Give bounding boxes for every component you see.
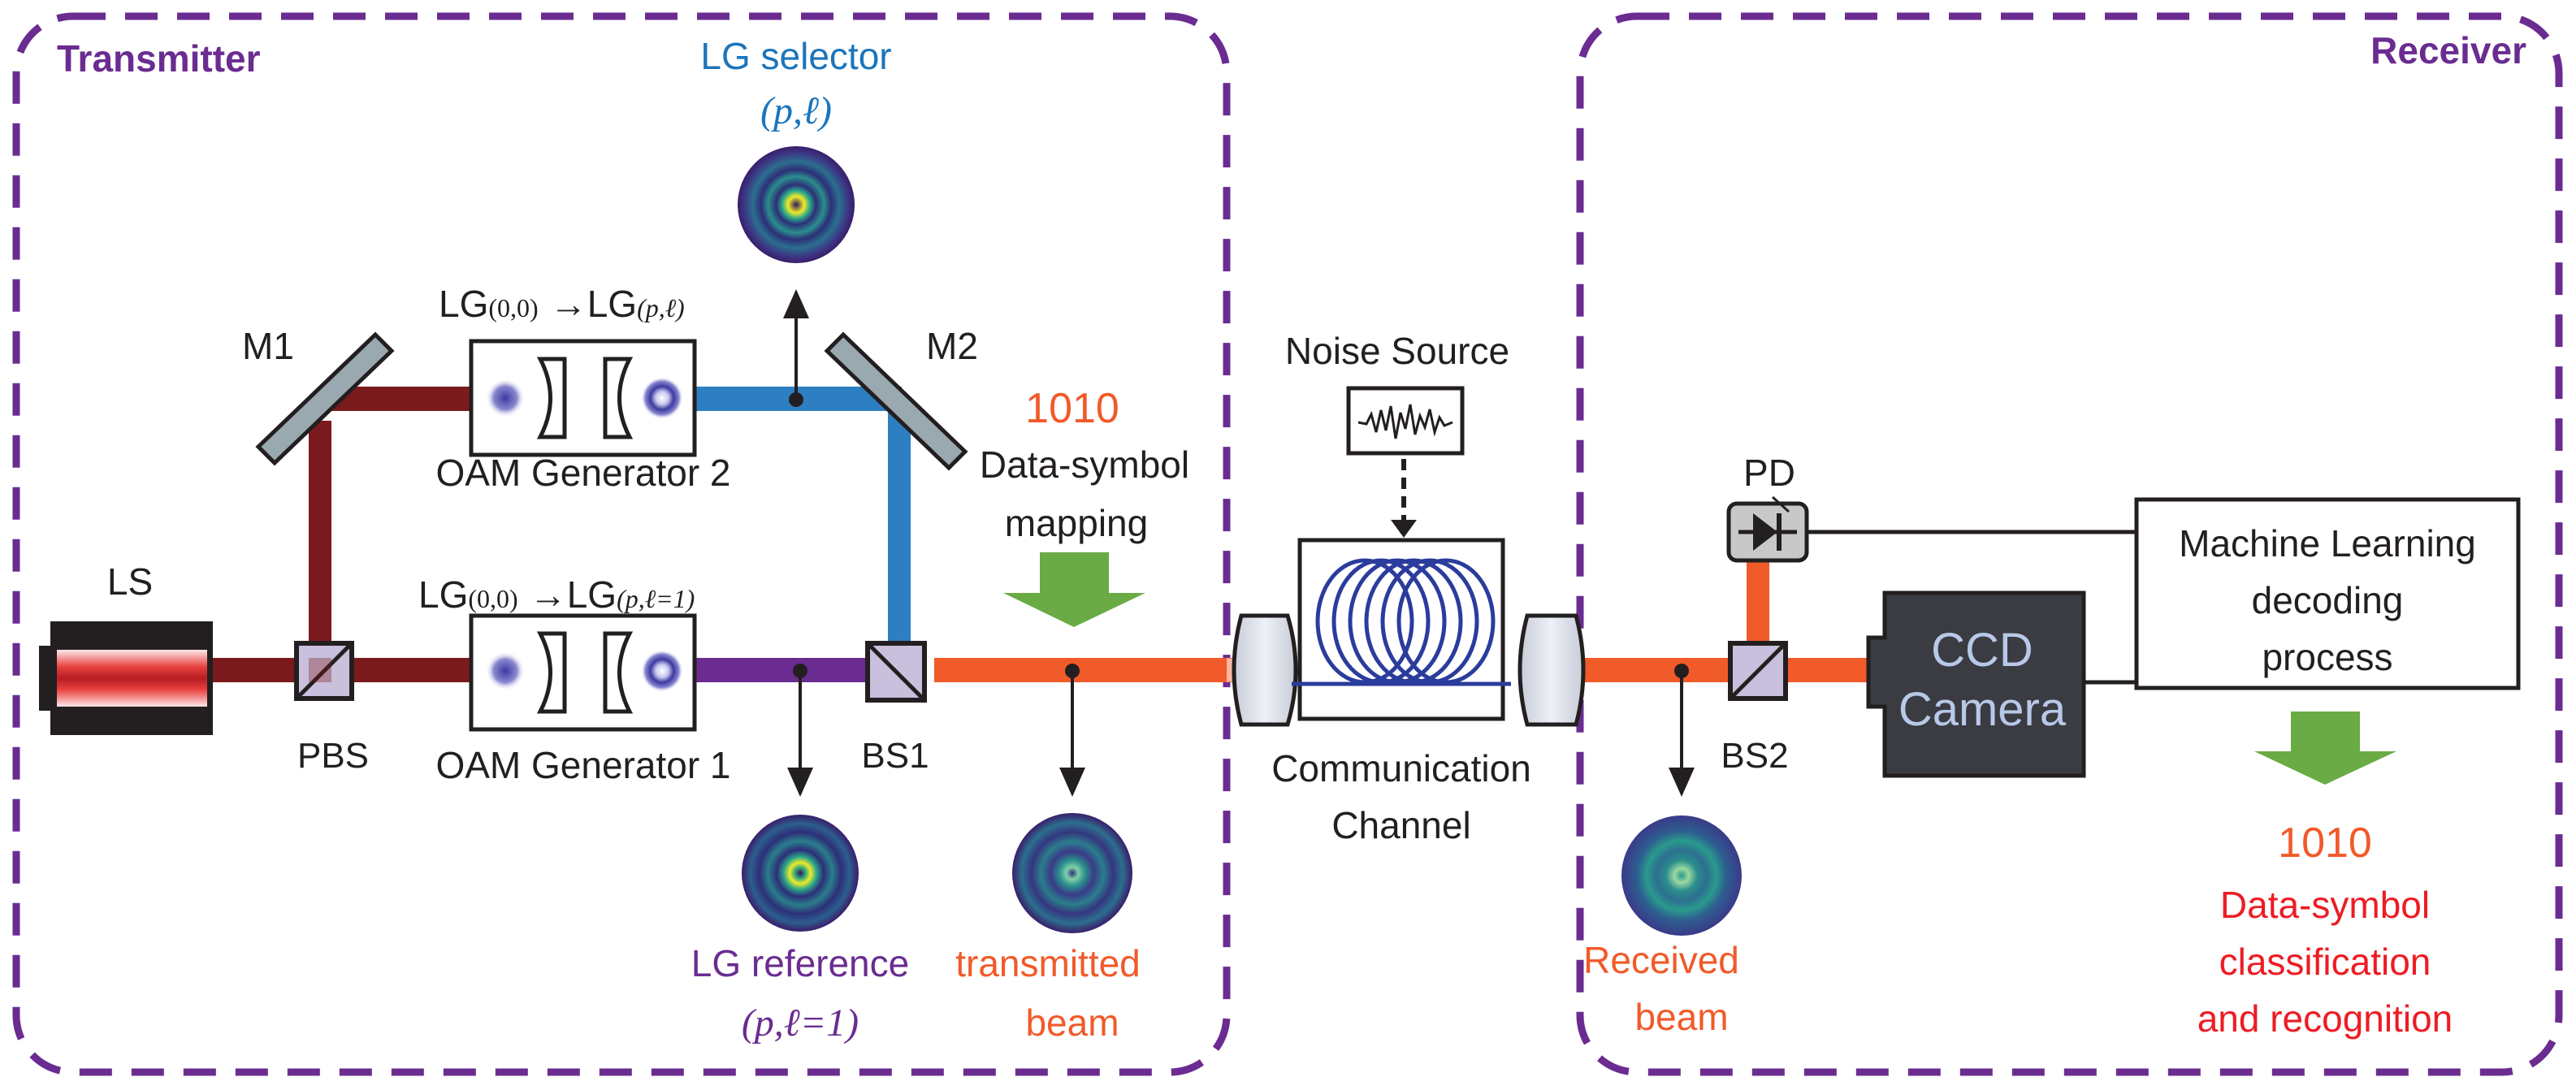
lg-reference-label: LG reference (691, 942, 909, 984)
rx-classification-arrow (2254, 712, 2396, 785)
lg-selector-label: LG selector (700, 35, 891, 77)
transmitted-beam: transmitted beam (955, 664, 1141, 1044)
tx-symbol: 1010 (1025, 385, 1119, 432)
lg-selector-mode-image (738, 146, 855, 263)
rx-symbol: 1010 (2278, 820, 2372, 867)
oam-generator-2-label: OAM Generator 2 (435, 452, 730, 494)
comm-channel-label-1: Communication (1271, 747, 1531, 789)
mirror-m2: M2 (824, 325, 978, 471)
ccd-camera: CCD Camera (1866, 590, 2137, 778)
noise-source: Noise Source (1285, 330, 1509, 538)
bs2-splitter: BS2 (1721, 641, 1789, 776)
oam-generator-1-transform: LG(0,0)→LG(p,ℓ=1) (418, 573, 695, 616)
pbs-splitter: PBS (294, 641, 369, 776)
received-beam: Received beam (1583, 664, 1742, 1038)
photodiode-icon (1753, 513, 1777, 551)
m1-label: M1 (242, 325, 294, 367)
rx-classification: 1010 Data-symbol classification and reco… (2197, 820, 2453, 1040)
m2-label: M2 (926, 325, 978, 367)
lg-selector: LG selector (p,ℓ) (700, 35, 892, 407)
ml-decoding-process: Machine Learning decoding process (2134, 497, 2521, 785)
oam-generator-1-label: OAM Generator 1 (435, 744, 730, 786)
rx-class-label-3: and recognition (2197, 997, 2453, 1040)
lg-reference-mode-image (742, 815, 859, 932)
ml-label-2: decoding (2252, 579, 2404, 621)
tx-mapping-label-2: mapping (1005, 502, 1148, 544)
tx-mapping-arrow (1003, 552, 1145, 627)
pd-label: PD (1743, 452, 1795, 494)
receiver-title: Receiver (2370, 29, 2526, 71)
lg-reference-params: (p,ℓ=1) (742, 1001, 859, 1045)
received-beam-label-2: beam (1634, 996, 1728, 1038)
beam-paths (210, 387, 1877, 682)
fiber-coil (1292, 558, 1511, 686)
ccd-label-1: CCD (1931, 624, 2033, 677)
rx-class-label-1: Data-symbol (2220, 884, 2430, 926)
transmitter-title: Transmitter (57, 37, 261, 80)
rx-class-label-2: classification (2219, 941, 2431, 983)
oam-generator-2-transform: LG(0,0)→LG(p,ℓ) (439, 283, 685, 325)
bs1-label: BS1 (861, 736, 929, 776)
received-beam-label-1: Received (1583, 939, 1739, 981)
transmitted-beam-label-2: beam (1025, 1001, 1119, 1044)
communication-channel: Communication Channel (1232, 538, 1586, 846)
lg-selector-params: (p,ℓ) (760, 89, 832, 132)
ccd-label-2: Camera (1898, 683, 2067, 736)
data-symbol-mapping: 1010 Data-symbol mapping (980, 385, 1189, 627)
bs1-splitter: BS1 (861, 641, 929, 776)
bs2-label: BS2 (1721, 736, 1788, 776)
lg-reference: LG reference (p,ℓ=1) (691, 664, 909, 1045)
laser-source: LS (39, 560, 213, 735)
ls-label: LS (107, 560, 153, 603)
noise-signal-icon (1357, 404, 1453, 439)
comm-channel-label-2: Channel (1331, 804, 1470, 846)
receiver-panel (1576, 12, 2563, 1076)
pbs-label: PBS (297, 736, 369, 776)
transmitted-beam-image (1012, 813, 1132, 933)
tx-mapping-label-1: Data-symbol (980, 443, 1189, 486)
oam-generator-2: OAM Generator 2 LG(0,0)→LG(p,ℓ) (435, 283, 730, 494)
ml-label-1: Machine Learning (2179, 522, 2476, 564)
mirror-m1: M1 (242, 325, 395, 466)
noise-source-label: Noise Source (1285, 330, 1509, 372)
transmitter-panel (12, 12, 1231, 1076)
ml-label-3: process (2262, 636, 2392, 678)
photodiode: PD (1726, 452, 2137, 563)
transmitted-beam-label-1: transmitted (955, 942, 1141, 984)
received-beam-image (1621, 815, 1742, 936)
oam-generator-1: OAM Generator 1 LG(0,0)→LG(p,ℓ=1) (418, 573, 731, 786)
